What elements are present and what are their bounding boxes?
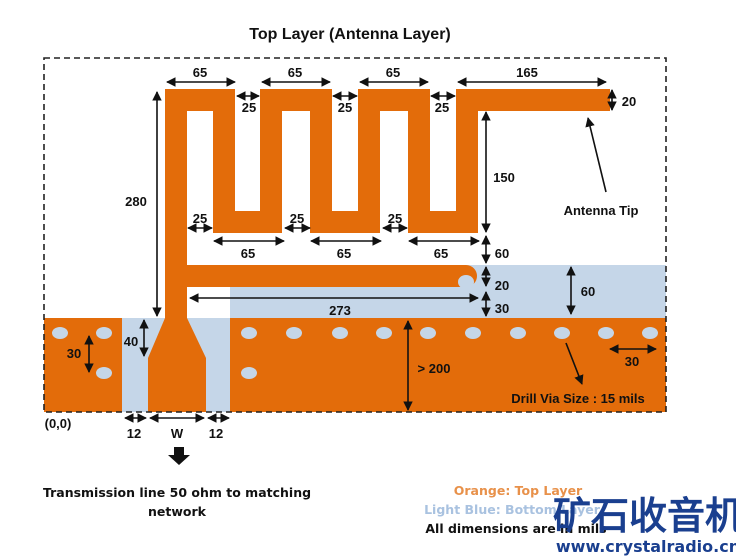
feed-line — [148, 280, 206, 412]
watermark-url: www.crystalradio.cn — [556, 537, 736, 556]
dim-label: 25 — [338, 100, 352, 115]
dim-label: 65 — [241, 246, 255, 261]
dimension-lines — [84, 77, 657, 423]
dim-label: 25 — [290, 211, 304, 226]
board-outline — [43, 57, 667, 413]
dimension-labels: 65 65 65 165 20 25 25 25 280 150 Antenna… — [45, 65, 645, 441]
dim-label: 60 — [495, 246, 509, 261]
ground-right — [230, 318, 666, 412]
dim-label: 65 — [288, 65, 302, 80]
tuning-arm — [176, 265, 477, 287]
top-layer — [44, 89, 666, 412]
dim-label: 273 — [329, 303, 351, 318]
down-arrow-icon — [168, 447, 190, 465]
dim-label: > 200 — [418, 361, 451, 376]
dim-label: 30 — [67, 346, 81, 361]
dim-label: 12 — [209, 426, 223, 441]
legend-blue: Light Blue: Bottom Layer — [424, 502, 601, 517]
vias — [52, 275, 658, 379]
dim-label: 30 — [495, 301, 509, 316]
drill-via-label: Drill Via Size : 15 mils — [511, 391, 644, 406]
dim-label: 25 — [193, 211, 207, 226]
antenna-tip-label: Antenna Tip — [564, 203, 639, 218]
dim-label: 30 — [625, 354, 639, 369]
dim-label: 280 — [125, 194, 147, 209]
caption-line-2: network — [148, 504, 207, 519]
legend-orange: Orange: Top Layer — [454, 483, 583, 498]
origin-label: (0,0) — [45, 416, 72, 431]
meander-trace — [165, 89, 610, 318]
dim-label: 65 — [386, 65, 400, 80]
dim-label: 40 — [124, 334, 138, 349]
dim-label: W — [171, 426, 184, 441]
caption-line-1: Transmission line 50 ohm to matching — [43, 485, 311, 500]
dim-label: 65 — [434, 246, 448, 261]
watermark-logo: 矿石收音机 — [553, 494, 736, 538]
dim-label: 150 — [493, 170, 515, 185]
dim-label: 20 — [495, 278, 509, 293]
dim-label: 65 — [193, 65, 207, 80]
dim-label: 20 — [622, 94, 636, 109]
dim-label: 25 — [388, 211, 402, 226]
dim-label: 25 — [435, 100, 449, 115]
dim-label: 12 — [127, 426, 141, 441]
dim-label: 165 — [516, 65, 538, 80]
dim-label: 65 — [337, 246, 351, 261]
legend-units: All dimensions are in mils — [425, 521, 606, 536]
dim-label: 60 — [581, 284, 595, 299]
dim-label: 25 — [242, 100, 256, 115]
diagram-title: Top Layer (Antenna Layer) — [249, 26, 451, 43]
